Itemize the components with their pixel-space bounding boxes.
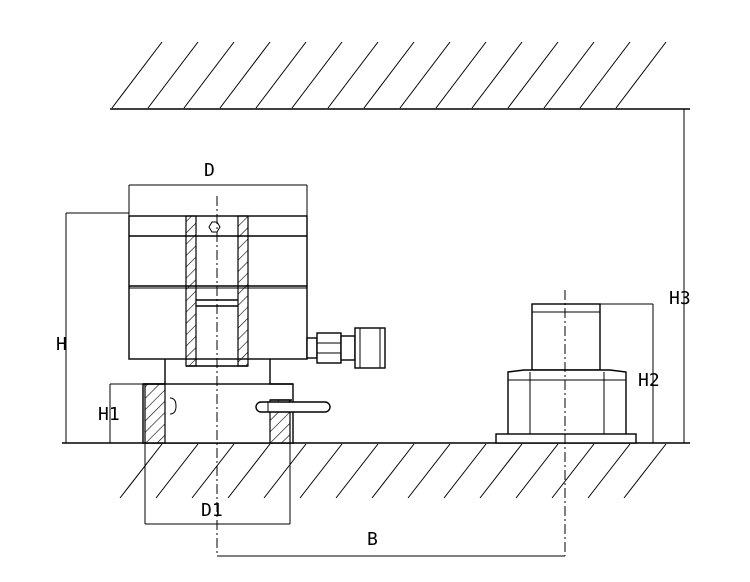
hatch-line [435, 41, 487, 109]
hatch-line [507, 41, 559, 109]
hatch-line [155, 443, 199, 499]
hatch-line [543, 41, 595, 109]
hydraulic-coupler [306, 327, 386, 369]
hatch-line [623, 443, 667, 499]
hatch-line [615, 41, 667, 109]
hatch-line [371, 443, 415, 499]
base-sleeve [142, 383, 294, 444]
hatch-line [471, 41, 523, 109]
hatch-line [263, 443, 307, 499]
ceiling-surface [110, 41, 690, 110]
floor-surface [62, 442, 690, 499]
hatch-line [183, 41, 235, 109]
hatch-line [119, 443, 163, 499]
hatch-line [219, 41, 271, 109]
hatch-line [407, 443, 451, 499]
hatch-line [399, 41, 451, 109]
label-h: H [56, 334, 67, 355]
hatch-line [587, 443, 631, 499]
hatch-line [255, 41, 307, 109]
hatch-line [551, 443, 595, 499]
hatch-line [227, 443, 271, 499]
label-b: B [367, 529, 378, 550]
label-d: D [204, 160, 215, 181]
hatch-line [191, 443, 235, 499]
hatch-line [291, 41, 343, 109]
label-d1: D1 [201, 500, 223, 521]
hatch-line [327, 41, 379, 109]
standard-nut [495, 303, 637, 444]
hatch-line [515, 443, 559, 499]
label-h1: H1 [98, 404, 120, 425]
hydraulic-nut-body [128, 215, 308, 385]
hatch-line [579, 41, 631, 109]
hatch-line [299, 443, 343, 499]
label-h2: H2 [638, 370, 660, 391]
label-h3: H3 [669, 288, 691, 309]
hatch-line [335, 443, 379, 499]
hatch-line [479, 443, 523, 499]
hatch-line [443, 443, 487, 499]
rotation-pin [255, 401, 331, 413]
hatch-line [147, 41, 199, 109]
dimension-lines [65, 109, 685, 557]
hatch-line [111, 41, 163, 109]
hatch-line [363, 41, 415, 109]
